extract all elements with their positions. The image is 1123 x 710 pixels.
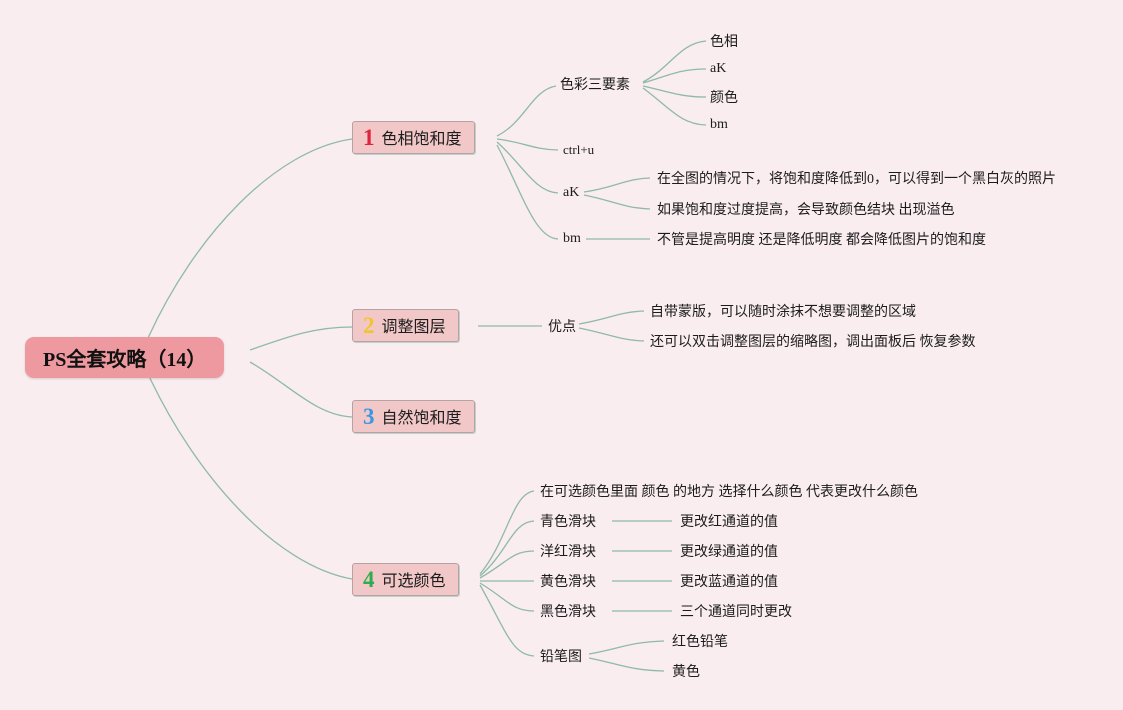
- node-yellow-slider[interactable]: 黄色滑块: [540, 575, 596, 590]
- branch-number: 2: [363, 312, 375, 338]
- node-saturation[interactable]: aK: [563, 185, 580, 200]
- node-cyan-slider[interactable]: 青色滑块: [540, 515, 596, 530]
- node-advantage-1[interactable]: 自带蒙版，可以随时涂抹不想要调整的区域: [650, 305, 916, 320]
- node-hue[interactable]: 色相: [710, 35, 738, 50]
- node-advantages[interactable]: 优点: [548, 320, 576, 335]
- node-magenta-slider-effect[interactable]: 更改绿通道的值: [680, 545, 778, 560]
- node-cyan-slider-effect[interactable]: 更改红通道的值: [680, 515, 778, 530]
- node-magenta-slider[interactable]: 洋红滑块: [540, 545, 596, 560]
- branch-label: 可选颜色: [381, 573, 446, 590]
- node-black-slider[interactable]: 黑色滑块: [540, 605, 596, 620]
- branch-label: 色相饱和度: [381, 131, 462, 148]
- node-yellow-slider-effect[interactable]: 更改蓝通道的值: [680, 575, 778, 590]
- node-saturation-note-2[interactable]: 如果饱和度过度提高，会导致颜色结块 出现溢色: [657, 203, 955, 218]
- node-yellow-pencil[interactable]: 黄色: [672, 665, 700, 680]
- node-ak-element[interactable]: aK: [710, 61, 727, 76]
- node-shortcut-ctrl-u[interactable]: ctrl+u: [563, 142, 595, 157]
- branch-number: 3: [363, 403, 375, 429]
- node-color[interactable]: 颜色: [710, 91, 738, 106]
- node-saturation-note-1[interactable]: 在全图的情况下，将饱和度降低到0，可以得到一个黑白灰的照片: [657, 172, 1056, 187]
- node-red-pencil[interactable]: 红色铅笔: [672, 635, 728, 650]
- branch-hue-saturation[interactable]: 1 色相饱和度: [352, 121, 475, 154]
- node-brightness-note[interactable]: 不管是提高明度 还是降低明度 都会降低图片的饱和度: [657, 233, 986, 248]
- branch-adjustment-layer[interactable]: 2 调整图层: [352, 309, 459, 342]
- node-selective-color-intro[interactable]: 在可选颜色里面 颜色 的地方 选择什么颜色 代表更改什么颜色: [540, 485, 918, 500]
- branch-selective-color[interactable]: 4 可选颜色: [352, 563, 459, 596]
- root-node[interactable]: PS全套攻略（14）: [25, 337, 225, 378]
- branch-number: 1: [363, 124, 375, 150]
- branch-label: 调整图层: [381, 319, 446, 336]
- node-black-slider-effect[interactable]: 三个通道同时更改: [680, 605, 792, 620]
- node-advantage-2[interactable]: 还可以双击调整图层的缩略图，调出面板后 恢复参数: [650, 335, 976, 350]
- node-bm-element[interactable]: bm: [710, 117, 728, 132]
- branch-vibrance[interactable]: 3 自然饱和度: [352, 400, 475, 433]
- node-brightness[interactable]: bm: [563, 231, 581, 246]
- branch-number: 4: [363, 566, 375, 592]
- node-pencil-drawing[interactable]: 铅笔图: [540, 650, 582, 665]
- node-color-three-elements[interactable]: 色彩三要素: [560, 78, 630, 93]
- branch-label: 自然饱和度: [381, 410, 462, 427]
